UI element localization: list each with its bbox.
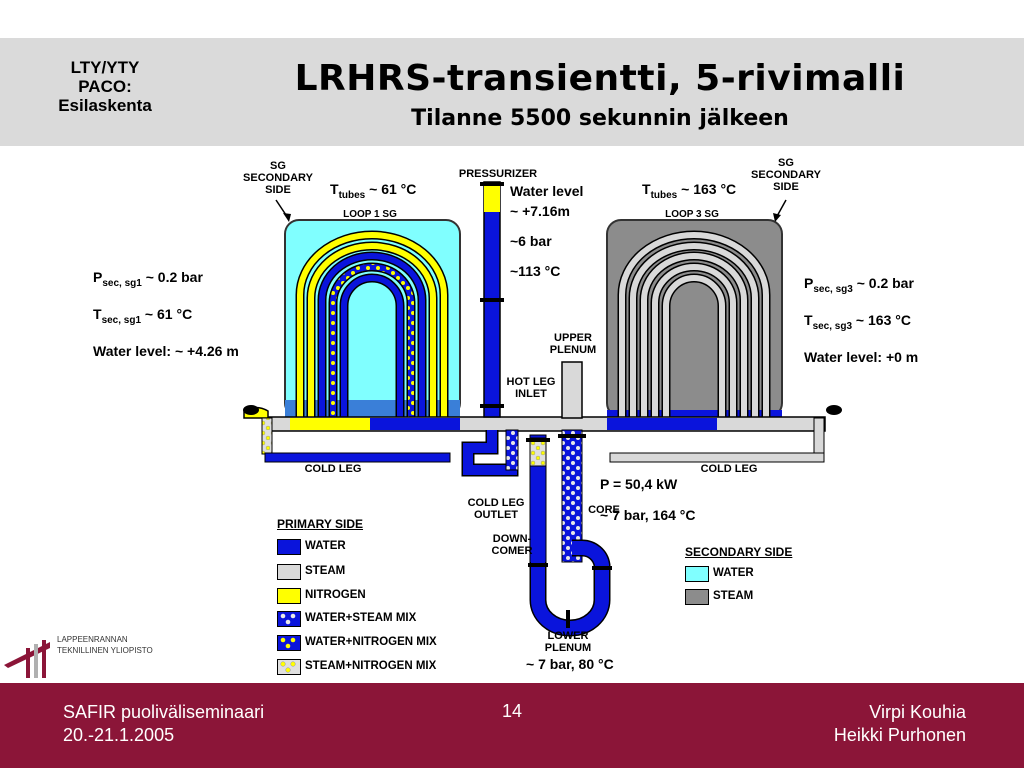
upper-plenum <box>561 361 583 419</box>
cold-leg-left-label: COLD LEG <box>304 463 362 475</box>
university-logo-mark <box>4 640 50 678</box>
core-label: CORE <box>588 504 620 516</box>
loop3-label: LOOP 3 SG <box>665 209 719 220</box>
primary-legend-title: PRIMARY SIDE <box>277 517 364 531</box>
sg3-conditions: Psec, sg3 ~ 0.2 bar Tsec, sg3 ~ 163 °C W… <box>804 275 919 365</box>
corner-label: LTY/YTY PACO: Esilaskenta <box>58 58 152 115</box>
right-pump <box>813 405 842 461</box>
downcomer-label: DOWN-COMER <box>491 533 533 557</box>
core-state: ~ 7 bar, 164 °C <box>600 507 696 523</box>
cold-leg-outlet-loop <box>461 429 519 477</box>
left-pump <box>243 405 273 455</box>
lower-plenum-state: ~ 7 bar, 80 °C <box>526 656 614 672</box>
core-column <box>561 429 583 563</box>
cold-leg-right <box>609 452 825 463</box>
slide-title: LRHRS-transientti, 5-rivimalli <box>294 58 906 99</box>
sg3-u-tubes <box>617 230 771 418</box>
loop1-label: LOOP 1 SG <box>343 209 397 220</box>
pressurizer-info: Water level ~ +7.16m ~6 bar ~113 °C <box>510 183 584 279</box>
t-tubes-right: Ttubes ~ 163 °C <box>642 181 737 201</box>
title-bar <box>0 38 1024 146</box>
secondary-legend-title: SECONDARY SIDE <box>685 545 793 559</box>
sg1-u-tubes <box>295 230 449 418</box>
power-value: P = 50,4 kW <box>600 476 678 492</box>
slide-subtitle: Tilanne 5500 sekunnin jälkeen <box>411 106 789 131</box>
pressurizer-vessel <box>480 181 504 418</box>
cold-leg-left <box>264 452 451 463</box>
cold-leg-right-label: COLD LEG <box>700 463 758 475</box>
pressurizer-label: PRESSURIZER <box>458 168 538 180</box>
t-tubes-left: Ttubes ~ 61 °C <box>330 181 417 201</box>
page-number: 14 <box>501 701 523 721</box>
sg1-conditions: Psec, sg1 ~ 0.2 bar Tsec, sg1 ~ 61 °C Wa… <box>93 269 239 359</box>
